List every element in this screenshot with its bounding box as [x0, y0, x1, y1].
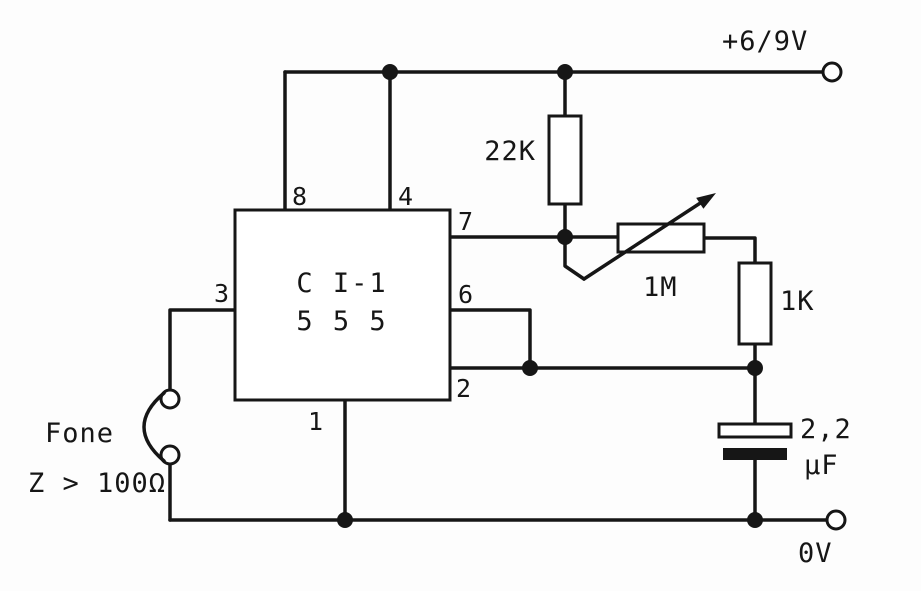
junction-pin6-pin2 — [522, 360, 538, 376]
ground-terminal — [825, 509, 847, 531]
pin-label-1: 1 — [308, 407, 323, 436]
pot-right-lead — [702, 236, 757, 265]
ic-body — [233, 208, 452, 402]
pin3-wire — [168, 308, 237, 391]
terminals: +6/9V 0V — [722, 26, 847, 569]
pin-label-6: 6 — [458, 280, 473, 309]
resistor-1k-label: 1K — [780, 286, 815, 317]
capacitor-value-label: 2,2 — [800, 414, 852, 445]
junction-pin7 — [557, 229, 573, 245]
pin-label-2: 2 — [456, 374, 471, 403]
potentiometer-wiper-arrow-shaft — [582, 196, 710, 281]
junction-dots — [337, 64, 763, 528]
phone-impedance-label: Z > 100Ω — [28, 468, 166, 499]
potentiometer-1m: 1M — [582, 193, 716, 303]
phone-terminal-bottom — [159, 444, 181, 466]
resistor-1k: 1K — [737, 261, 815, 346]
junction-cap-ground — [747, 512, 763, 528]
junction-pin4-rail — [382, 64, 398, 80]
junction-pin1-ground — [337, 512, 353, 528]
capacitor-unit-label: µF — [804, 450, 839, 481]
phone-terminal-top — [159, 388, 181, 410]
capacitor-positive-plate — [717, 422, 793, 439]
capacitor-negative-plate — [723, 448, 787, 460]
resistor-22k: 22K — [484, 114, 583, 206]
earphone: Fone Z > 100Ω — [28, 388, 181, 499]
pin-label-7: 7 — [458, 207, 473, 236]
pin6-wire — [448, 308, 532, 370]
wires — [168, 70, 829, 522]
pin-label-4: 4 — [398, 182, 413, 211]
junction-r1k-cap — [747, 360, 763, 376]
supply-label: +6/9V — [722, 26, 808, 57]
ground-label: 0V — [798, 538, 833, 569]
capacitor-2u2: 2,2 µF — [717, 414, 852, 481]
supply-terminal — [821, 61, 843, 83]
resistor-1k-body — [737, 261, 773, 346]
ic-label-line2: 5 5 5 — [296, 306, 387, 337]
phone-body-arc — [142, 391, 166, 463]
potentiometer-arrowhead-icon — [696, 193, 716, 209]
pot-wiper-tail — [563, 235, 586, 281]
junction-r22k-rail — [557, 64, 573, 80]
potentiometer-label: 1M — [643, 272, 678, 303]
phone-label: Fone — [45, 418, 114, 449]
pin-labels: 8 4 7 6 2 3 1 — [214, 182, 473, 436]
pin-label-3: 3 — [214, 279, 229, 308]
ic-555: C I-1 5 5 5 — [233, 208, 452, 402]
resistor-22k-body — [547, 114, 583, 206]
resistor-22k-label: 22K — [484, 136, 536, 167]
pin-label-8: 8 — [292, 182, 307, 211]
ic-label-line1: C I-1 — [296, 268, 387, 299]
